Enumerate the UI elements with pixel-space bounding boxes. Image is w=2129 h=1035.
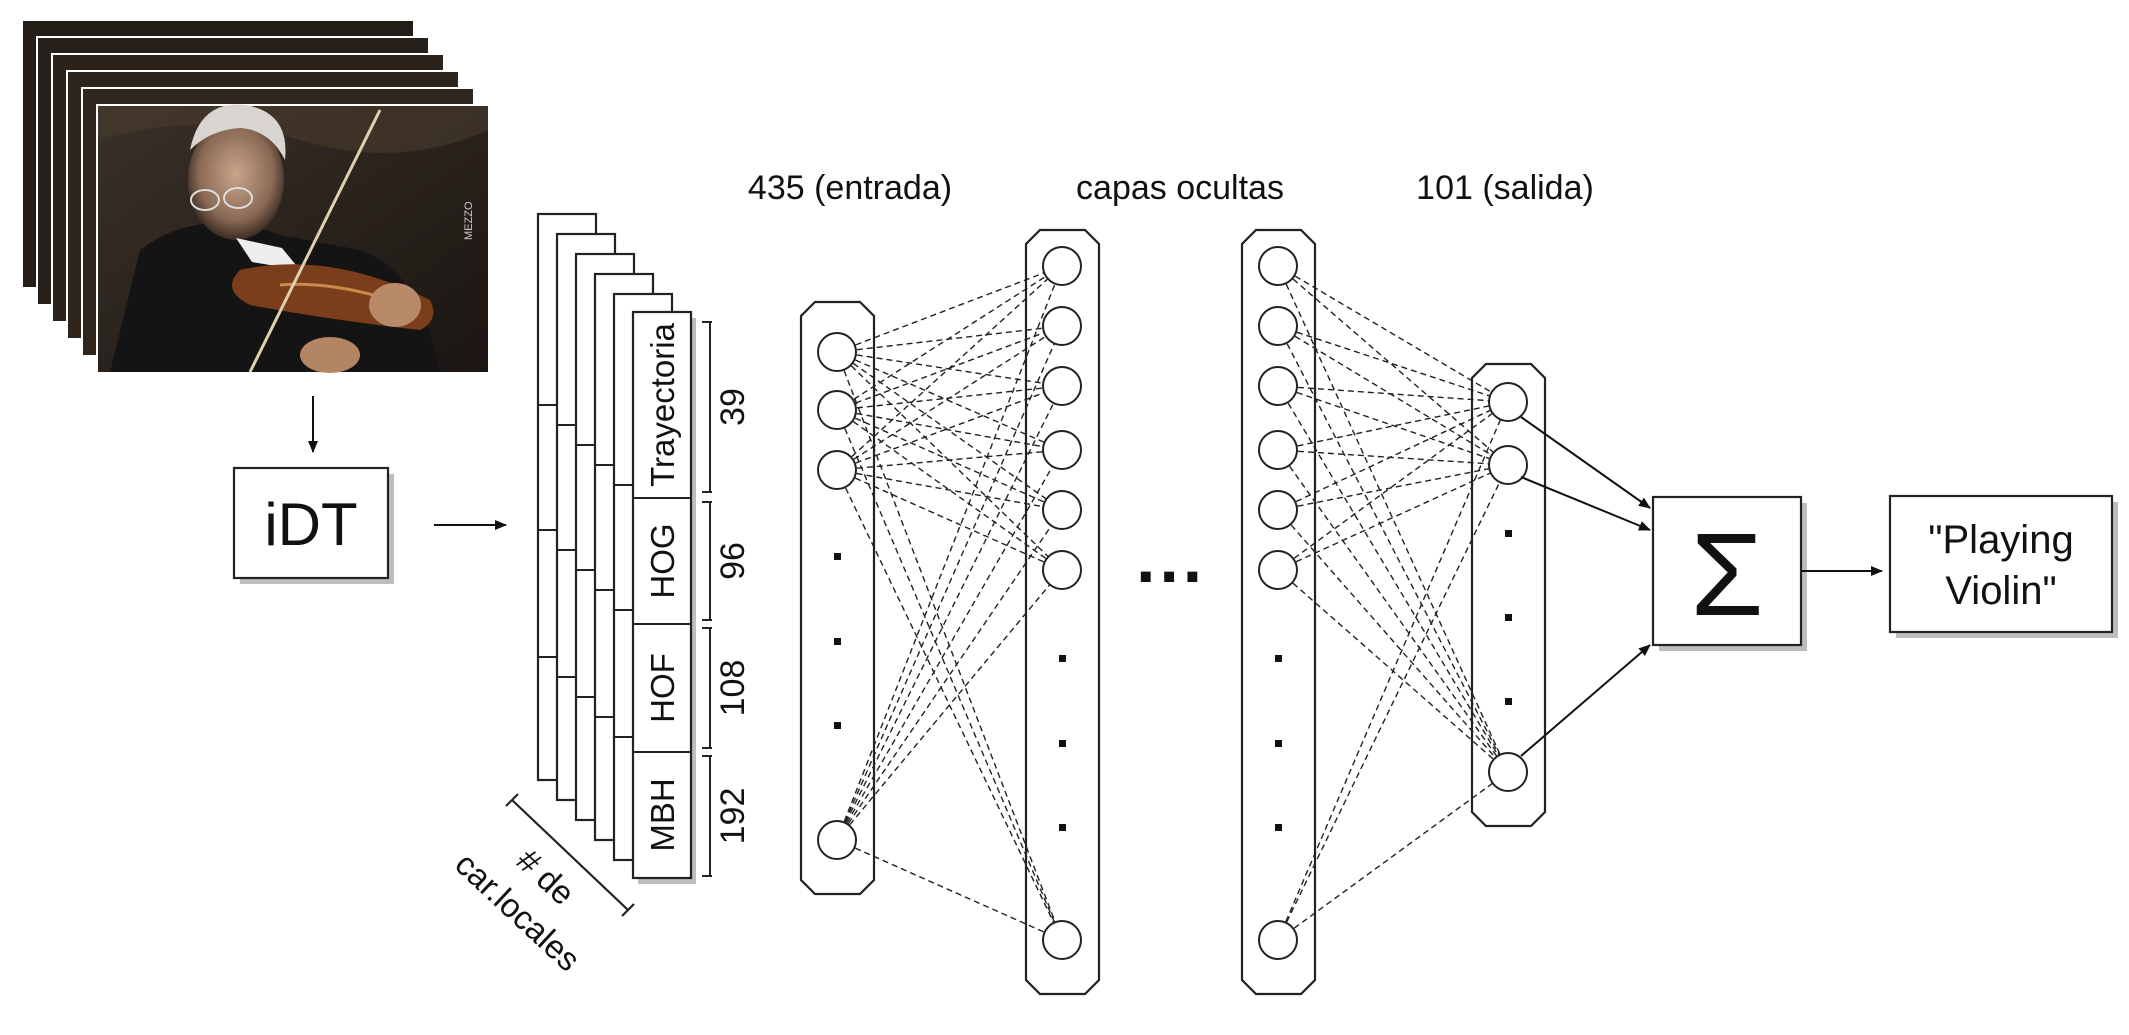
connection-line — [836, 469, 1063, 571]
local-features-stack: Trayectoria HOG HOF MBH 39 96 108 192 # … — [448, 212, 752, 978]
h2-node-0 — [1258, 246, 1298, 286]
out-node-1 — [1488, 445, 1528, 485]
input-node-1 — [817, 390, 857, 430]
input-node-0 — [817, 332, 857, 372]
column-ellipsis-dots — [834, 530, 1512, 831]
connection-line — [1277, 464, 1509, 941]
h1-node-0 — [1042, 246, 1082, 286]
descriptor-label-hof: HOF — [644, 653, 681, 723]
h1-node-4 — [1042, 490, 1082, 530]
h2-node-2 — [1258, 366, 1298, 406]
result-label-line2: Violin" — [1945, 569, 2056, 613]
h1-node-5 — [1042, 550, 1082, 590]
connection-line — [1277, 401, 1509, 451]
input-node-2 — [817, 450, 857, 490]
hidden-layers-label: capas ocultas — [1076, 169, 1284, 207]
connection-line — [836, 351, 1063, 571]
h1-node-1 — [1042, 306, 1082, 346]
connection-line — [836, 265, 1063, 471]
h1-node-2 — [1042, 366, 1082, 406]
idt-label: iDT — [264, 491, 357, 558]
h2-node-6 — [1258, 920, 1298, 960]
connection-line — [1277, 509, 1509, 773]
video-frames-stack: MEZZO — [21, 19, 490, 374]
h1-node-3 — [1042, 430, 1082, 470]
descriptor-dim-hof: 108 — [714, 660, 752, 717]
connection-line — [1277, 325, 1509, 403]
local-features-bracket — [505, 793, 635, 917]
connection-line — [1277, 771, 1509, 941]
idt-box: iDT — [232, 466, 394, 584]
connection-line — [1277, 385, 1509, 773]
connection-line — [1277, 401, 1509, 941]
out-node-0 — [1488, 382, 1528, 422]
connection-line — [836, 325, 1063, 841]
arrow-out2-to-sum — [1520, 476, 1651, 531]
descriptor-label-mbh: MBH — [644, 778, 681, 851]
connection-line — [836, 265, 1063, 411]
connection-line — [1277, 401, 1509, 511]
connection-line — [836, 265, 1063, 353]
h2-node-1 — [1258, 306, 1298, 346]
connection-line — [1277, 265, 1509, 403]
connection-line — [1277, 385, 1509, 403]
out-node-2 — [1488, 752, 1528, 792]
network-nodes — [817, 246, 1528, 960]
connection-line — [1277, 265, 1509, 773]
connection-line — [836, 409, 1063, 451]
connection-line — [836, 509, 1063, 841]
connection-line — [836, 351, 1063, 451]
descriptor-label-hog: HOG — [644, 523, 681, 598]
connection-line — [1277, 385, 1509, 466]
h2-node-5 — [1258, 550, 1298, 590]
connection-line — [836, 385, 1063, 841]
connection-line — [836, 839, 1063, 941]
connection-line — [836, 449, 1063, 841]
arrow-out3-to-sum — [1520, 644, 1651, 757]
connection-line — [836, 325, 1063, 353]
sum-symbol: Σ — [1691, 509, 1764, 641]
output-layer-label: 101 (salida) — [1416, 169, 1594, 207]
connection-line — [1277, 449, 1509, 466]
connection-line — [836, 469, 1063, 511]
connection-line — [836, 385, 1063, 471]
h1-node-6 — [1042, 920, 1082, 960]
hidden-layer-2-column — [1240, 228, 1317, 996]
connection-line — [836, 325, 1063, 471]
h2-node-3 — [1258, 430, 1298, 470]
connection-line — [836, 265, 1063, 841]
result-box: "Playing Violin" — [1888, 494, 2118, 638]
connection-line — [1277, 449, 1509, 773]
input-layer-label: 435 (entrada) — [748, 169, 952, 207]
connection-line — [1277, 464, 1509, 571]
descriptor-dim-mbh: 192 — [714, 788, 752, 845]
descriptor-dim-hog: 96 — [714, 542, 752, 580]
result-label-line1: "Playing — [1928, 518, 2073, 562]
hidden-layers-ellipsis: ··· — [1136, 537, 1206, 615]
connection-line — [836, 569, 1063, 841]
connection-line — [836, 449, 1063, 471]
network-connections — [836, 265, 1509, 941]
connection-line — [1277, 325, 1509, 773]
connection-line — [1277, 401, 1509, 571]
descriptor-label-trayectoria: Trayectoria — [644, 322, 681, 486]
descriptor-dim-trayectoria: 39 — [714, 388, 752, 426]
connection-line — [1277, 265, 1509, 466]
arrow-out1-to-sum — [1520, 416, 1651, 509]
sum-box: Σ — [1651, 495, 1807, 651]
hidden-layer-1-column — [1024, 228, 1101, 996]
connection-line — [836, 409, 1063, 941]
watermark-text: MEZZO — [463, 201, 475, 240]
input-layer-column — [799, 300, 876, 896]
connection-line — [836, 351, 1063, 387]
connection-line — [1277, 464, 1509, 511]
violinist-frame: MEZZO — [98, 104, 488, 373]
connection-line — [836, 409, 1063, 571]
h2-node-4 — [1258, 490, 1298, 530]
input-node-3 — [817, 820, 857, 860]
connection-line — [836, 351, 1063, 511]
connection-line — [1277, 325, 1509, 466]
